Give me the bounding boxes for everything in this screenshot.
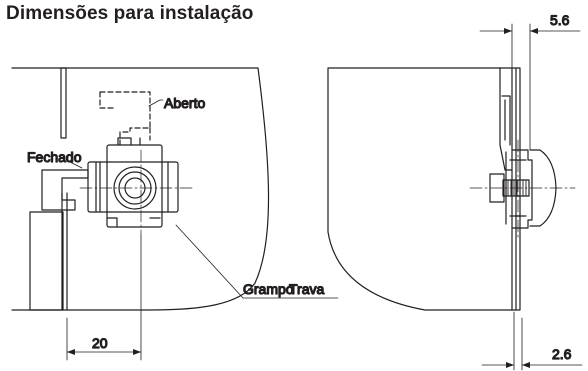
- right-view: 5.6 2.6: [327, 11, 583, 371]
- lock-body-ribs: [95, 161, 169, 213]
- dimension-20-value: 20: [92, 335, 108, 351]
- lock-top-bracket: [117, 137, 141, 146]
- clamp-leader: [175, 224, 339, 299]
- dimension-5-6-arrow-left: [504, 28, 512, 34]
- lock-flange: [106, 144, 163, 228]
- lock-bottom-feet: [106, 217, 161, 228]
- right-lock-ring: [511, 149, 533, 229]
- left-lower-block: [29, 211, 64, 311]
- dimension-2-6-value: 2.6: [552, 346, 572, 362]
- dimension-5-6-arrow-right: [530, 28, 538, 34]
- left-panel-outline: [11, 67, 270, 311]
- closed-leader: [69, 161, 83, 169]
- dimension-20-arrow-right: [133, 349, 141, 355]
- closed-latch-arm: [41, 169, 89, 211]
- right-panel-outline: [327, 67, 521, 311]
- label-lock: Trava: [289, 281, 324, 297]
- label-closed: Fechado: [27, 149, 82, 165]
- left-wall-upper: [60, 67, 67, 139]
- dimension-2-6-arrow-right: [522, 362, 530, 368]
- dimension-20-extensions: [66, 234, 142, 361]
- dimension-2-6-arrow-left: [506, 362, 514, 368]
- label-clamp: Grampo: [243, 281, 294, 297]
- right-clamp-plate: [499, 67, 513, 171]
- dimension-5-6-value: 5.6: [550, 12, 570, 28]
- right-lock-core: [502, 179, 530, 197]
- left-view: Aberto Fechado Grampo Trava 20: [11, 67, 339, 361]
- page-title: Dimensões para instalação: [6, 3, 254, 24]
- right-wall-lines: [511, 67, 517, 311]
- dimension-2-6-extensions: [513, 311, 523, 371]
- label-open: Aberto: [164, 95, 205, 111]
- dimension-5-6-extensions: [511, 23, 531, 151]
- lock-housing: [87, 161, 179, 213]
- open-latch-dashed: [99, 91, 151, 146]
- open-leader: [148, 99, 164, 107]
- dimension-20-arrow-left: [67, 349, 75, 355]
